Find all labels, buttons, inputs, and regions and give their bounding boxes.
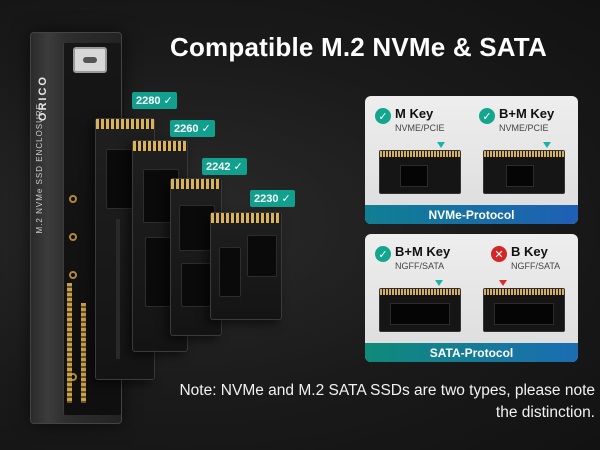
size-badge-label: 2280 [136, 94, 161, 107]
size-badge-label: 2230 [254, 192, 279, 205]
contact-strip [81, 303, 86, 403]
sata-protocol-banner: SATA-Protocol [365, 343, 578, 362]
ssd-card-2230 [210, 212, 282, 320]
size-badge-label: 2260 [174, 122, 199, 135]
size-badge-2242: 2242 ✓ [202, 158, 247, 175]
key-subtitle: NGFF/SATA [511, 261, 561, 271]
bm-key-ssd-image [483, 150, 565, 194]
screw-hole [69, 271, 77, 279]
check-icon: ✓ [233, 161, 243, 173]
notch-indicator-icon [435, 280, 443, 286]
size-badge-label: 2242 [206, 160, 231, 173]
check-icon: ✓ [479, 108, 495, 124]
screw-hole [69, 195, 77, 203]
note-text: Note: NVMe and M.2 SATA SSDs are two typ… [179, 382, 595, 421]
m-key-ssd-image [379, 150, 461, 194]
check-icon: ✓ [163, 95, 173, 107]
check-icon: ✓ [375, 108, 391, 124]
key-title: B Key [511, 244, 548, 259]
check-icon: ✓ [281, 193, 291, 205]
notch-indicator-icon [437, 142, 445, 148]
contact-strip [67, 283, 72, 403]
key-subtitle: NVME/PCIE [499, 123, 549, 133]
bm-key-item: ✓ B+M Key NVME/PCIE [479, 106, 578, 134]
bm-key-sata-ssd-image [379, 288, 461, 332]
notch-indicator-icon [543, 142, 551, 148]
nvme-protocol-panel: ✓ M Key NVME/PCIE ✓ B+M Key NVME/PCIE NV… [365, 96, 578, 224]
check-icon: ✓ [375, 246, 391, 262]
size-badge-2230: 2230 ✓ [250, 190, 295, 207]
notch-indicator-icon [499, 280, 507, 286]
key-title: M Key [395, 106, 434, 121]
check-icon: ✓ [201, 123, 211, 135]
enclosure-spec-text: M.2 NVMe SSD ENCLOSURE [35, 103, 44, 234]
b-key-ssd-image [483, 288, 565, 332]
b-key-item: ✕ B Key NGFF/SATA [491, 244, 578, 272]
sata-protocol-panel: ✓ B+M Key NGFF/SATA ✕ B Key NGFF/SATA SA… [365, 234, 578, 362]
headline: Compatible M.2 NVMe & SATA [170, 32, 547, 62]
screw-hole [69, 233, 77, 241]
cross-icon: ✕ [491, 246, 507, 262]
nvme-protocol-banner: NVMe-Protocol [365, 205, 578, 224]
key-title: B+M Key [395, 244, 451, 259]
m-key-item: ✓ M Key NVME/PCIE [375, 106, 475, 134]
key-title: B+M Key [499, 106, 555, 121]
usb-c-port-icon [73, 47, 107, 73]
size-badge-2280: 2280 ✓ [132, 92, 177, 109]
size-badge-2260: 2260 ✓ [170, 120, 215, 137]
bm-key-sata-item: ✓ B+M Key NGFF/SATA [375, 244, 475, 272]
key-subtitle: NVME/PCIE [395, 123, 445, 133]
key-subtitle: NGFF/SATA [395, 261, 445, 271]
